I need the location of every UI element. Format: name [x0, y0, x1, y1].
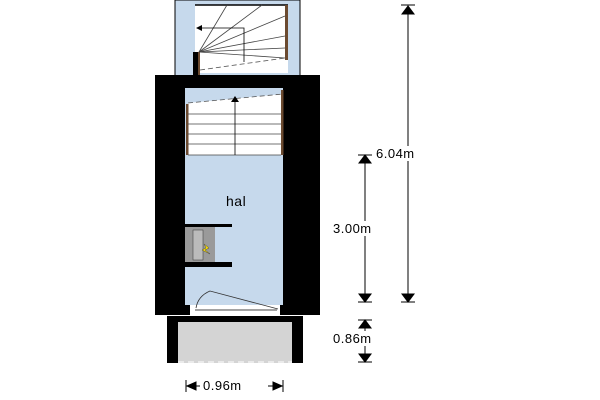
stairs: [186, 88, 284, 156]
front-door: [190, 290, 280, 315]
meter-cupboard: [185, 224, 232, 267]
porch: [167, 316, 303, 363]
upper-stair-area: [174, 0, 301, 77]
dimension-label-width: 0.96m: [203, 378, 242, 393]
dimension-width: [185, 380, 284, 392]
dimension-label-hall: 3.00m: [333, 221, 372, 236]
dimension-label-total: 6.04m: [376, 146, 415, 161]
room-label-hall: hal: [226, 193, 247, 209]
dimension-label-porch: 0.86m: [333, 331, 372, 346]
